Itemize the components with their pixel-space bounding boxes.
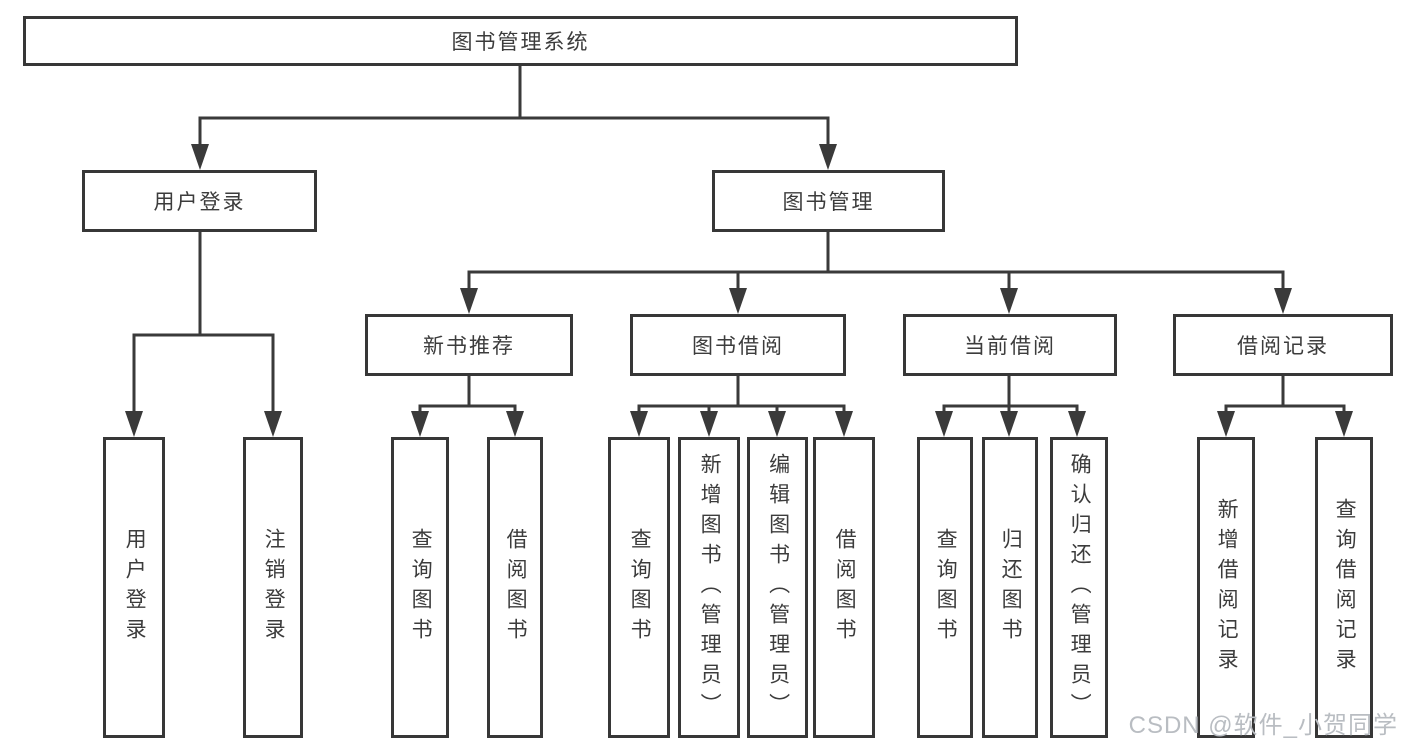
leaf-logout: 注销登录	[243, 437, 303, 738]
leaf-logout-label: 注销登录	[262, 527, 286, 648]
leaf-edit-books-admin: 编辑图书（管理员）	[747, 437, 808, 738]
leaf-return-books: 归还图书	[982, 437, 1038, 738]
root-node-label: 图书管理系统	[451, 31, 590, 54]
leaf-confirm-return-admin-label: 确认归还（管理员）	[1068, 452, 1092, 723]
leaf-user-login-label: 用户登录	[123, 527, 147, 648]
leaf-add-books-admin-label: 新增图书（管理员）	[698, 452, 722, 723]
leaf-user-login: 用户登录	[103, 437, 165, 738]
node-book-borrow: 图书借阅	[630, 314, 846, 376]
branch-user-login: 用户登录	[82, 170, 317, 232]
branch-book-management-label: 图书管理	[782, 191, 875, 214]
leaf-query-books-recommend: 查询图书	[391, 437, 449, 738]
branch-book-management: 图书管理	[712, 170, 945, 232]
node-new-book-recommend-label: 新书推荐	[423, 335, 515, 358]
leaf-return-books-label: 归还图书	[999, 527, 1023, 648]
node-borrow-record: 借阅记录	[1173, 314, 1393, 376]
watermark: CSDN @软件_小贺同学	[1128, 712, 1398, 739]
branch-user-login-label: 用户登录	[153, 191, 246, 214]
leaf-borrow-books-label: 借阅图书	[833, 527, 857, 648]
node-current-borrow-label: 当前借阅	[964, 335, 1056, 358]
leaf-query-books-borrow: 查询图书	[608, 437, 670, 738]
leaf-query-books-current-label: 查询图书	[934, 527, 958, 648]
leaf-confirm-return-admin: 确认归还（管理员）	[1050, 437, 1108, 738]
leaf-add-books-admin: 新增图书（管理员）	[678, 437, 740, 738]
node-book-borrow-label: 图书借阅	[692, 335, 784, 358]
root-node: 图书管理系统	[23, 16, 1018, 66]
leaf-edit-books-admin-label: 编辑图书（管理员）	[766, 452, 790, 723]
leaf-query-books-borrow-label: 查询图书	[628, 527, 652, 648]
leaf-query-books-recommend-label: 查询图书	[409, 527, 433, 648]
node-borrow-record-label: 借阅记录	[1237, 335, 1329, 358]
leaf-query-borrow-record-label: 查询借阅记录	[1333, 497, 1357, 678]
leaf-query-borrow-record: 查询借阅记录	[1315, 437, 1373, 738]
leaf-add-borrow-record: 新增借阅记录	[1197, 437, 1255, 738]
leaf-query-books-current: 查询图书	[917, 437, 973, 738]
node-current-borrow: 当前借阅	[903, 314, 1117, 376]
leaf-borrow-books-recommend-label: 借阅图书	[504, 527, 528, 648]
leaf-borrow-books-recommend: 借阅图书	[487, 437, 543, 738]
node-new-book-recommend: 新书推荐	[365, 314, 573, 376]
leaf-borrow-books: 借阅图书	[813, 437, 875, 738]
leaf-add-borrow-record-label: 新增借阅记录	[1215, 497, 1239, 678]
